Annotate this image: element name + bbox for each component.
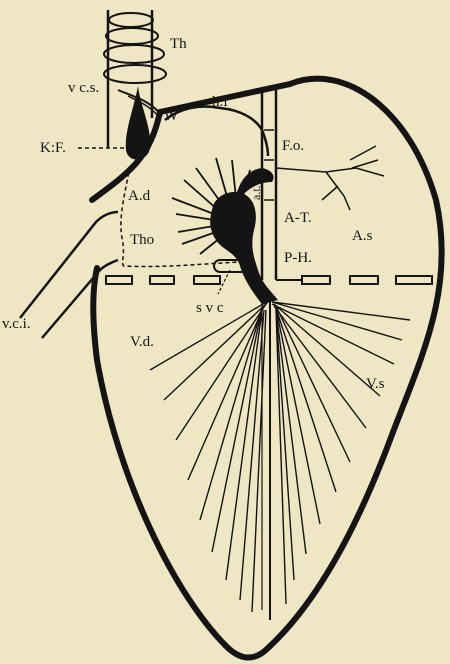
label-at: A-T.	[284, 210, 312, 226]
label-w: W	[164, 108, 179, 124]
label-ad: A.d	[128, 188, 151, 204]
label-as: A.s	[352, 228, 373, 244]
label-hf: h.f	[212, 94, 228, 110]
label-svc: s v c	[196, 300, 224, 316]
label-at-small: a.t.	[249, 185, 263, 200]
label-vci: v.c.i.	[2, 316, 31, 332]
label-vd: V.d.	[130, 334, 154, 350]
av-groove	[106, 276, 432, 284]
label-fo: F.o.	[282, 138, 304, 154]
label-kf: K:F.	[40, 140, 66, 156]
heart-outline	[92, 79, 442, 658]
label-ph: P-H.	[284, 250, 312, 266]
label-vs: V.s	[366, 376, 385, 392]
label-th: Th	[170, 36, 187, 52]
left-atrial-branches	[276, 146, 384, 210]
inferior-vena-cava	[20, 212, 118, 338]
bundle-branches	[150, 300, 410, 612]
label-tho: Tho	[130, 232, 154, 248]
label-vcs: v c.s.	[68, 80, 99, 96]
